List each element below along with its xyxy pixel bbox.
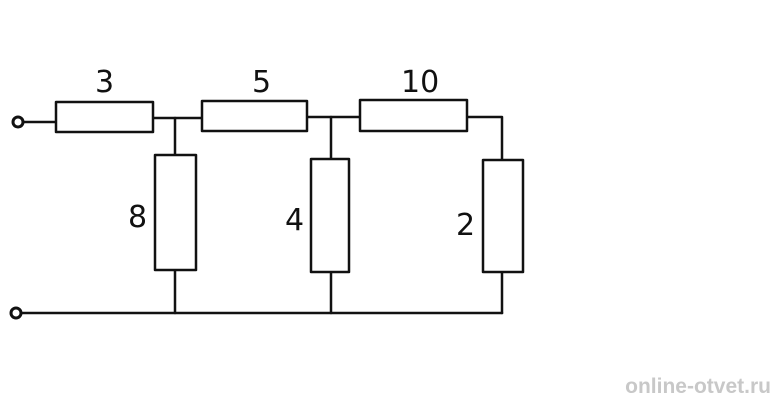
- resistor-r6: [481, 158, 525, 274]
- resistor-r4: [153, 153, 198, 272]
- terminals: [9, 115, 25, 320]
- terminal-input-top: [11, 115, 25, 129]
- watermark: online-otvet.ru: [625, 375, 771, 398]
- resistor-r2: [200, 99, 309, 133]
- resistor-r2-label: 5: [252, 65, 271, 100]
- resistor-r3-label: 10: [401, 65, 439, 100]
- resistor-r6-label: 2: [456, 208, 475, 243]
- resistors: [54, 98, 525, 274]
- terminal-input-bottom: [9, 306, 23, 320]
- wires: [20, 115, 504, 315]
- resistor-r1-label: 3: [95, 65, 114, 100]
- resistor-labels: 3 5 10 8 4 2: [95, 65, 475, 243]
- resistor-r5-label: 4: [285, 203, 304, 238]
- resistor-r5: [309, 157, 351, 274]
- resistor-r1: [54, 100, 155, 134]
- resistor-r3: [358, 98, 469, 133]
- wire-top-right: [465, 115, 504, 162]
- resistor-r4-label: 8: [128, 200, 147, 235]
